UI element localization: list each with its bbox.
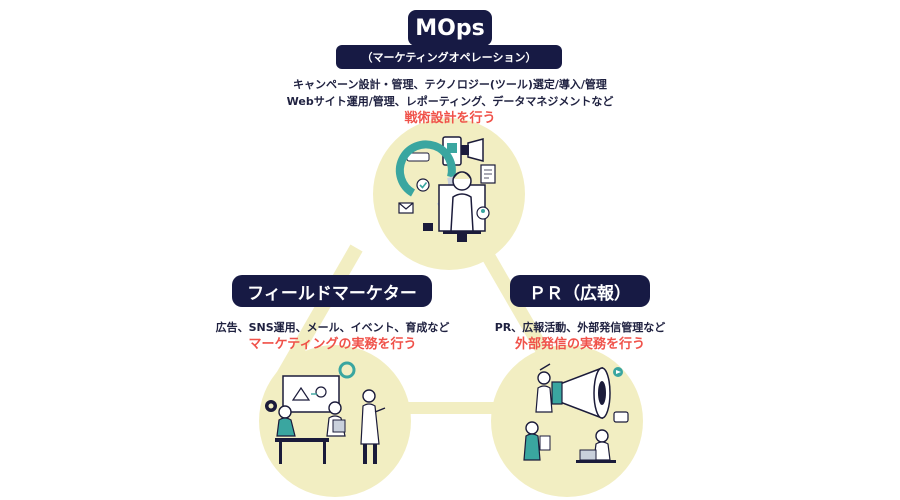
megaphone-illustration <box>523 363 629 463</box>
team-meeting-illustration <box>265 361 386 464</box>
mops-desc-line2: Webサイト運用/管理、レポーティング、データマネジメントなど <box>286 95 614 108</box>
pr-desc: PR、広報活動、外部発信管理など <box>494 321 666 334</box>
field-title: フィールドマーケター <box>232 275 432 307</box>
pr-title: ＰＲ（広報） <box>510 275 650 307</box>
mops-desc-line1: キャンペーン設計・管理、テクノロジー(ツール)選定/導入/管理 <box>293 78 607 91</box>
field-desc: 広告、SNS運用、メール、イベント、育成など <box>215 321 450 334</box>
mops-subtitle: （マーケティングオペレーション） <box>336 45 562 69</box>
field-accent: マーケティングの実務を行う <box>248 337 417 352</box>
mops-accent: 戦術設計を行う <box>404 111 496 126</box>
mops-title: MOps <box>408 10 492 46</box>
pr-accent: 外部発信の実務を行う <box>514 337 645 352</box>
analytics-person-illustration <box>395 136 496 242</box>
